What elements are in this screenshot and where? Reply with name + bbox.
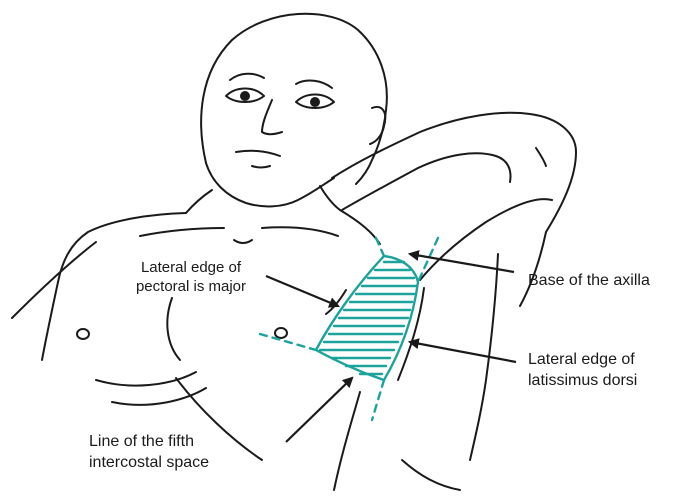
pointer-fifth-space [286, 378, 352, 442]
label-pectoralis: Lateral edge of pectoral is major [116, 258, 266, 296]
label-latissimus-line1: Lateral edge of [528, 349, 637, 370]
raised-arm-inner [342, 153, 510, 210]
elbow-mark [536, 148, 546, 166]
left-arm [12, 242, 96, 318]
jaw-outline [206, 163, 334, 206]
neck-right [320, 186, 340, 210]
clavicle-left [140, 228, 224, 236]
nose [262, 100, 282, 134]
label-latissimus: Lateral edge of latissimus dorsi [528, 349, 637, 391]
label-fifth-space: Line of the fifth intercostal space [89, 431, 209, 473]
sternal-notch [234, 240, 252, 243]
dashed-line-pectoralis [376, 238, 384, 256]
label-latissimus-line2: latissimus dorsi [528, 370, 637, 391]
label-pectoralis-line1: Lateral edge of [116, 258, 266, 277]
label-base-axilla: Base of the axilla [528, 270, 650, 291]
chin-crease [252, 166, 270, 168]
right-eyebrow [296, 81, 332, 88]
left-torso-side [42, 282, 58, 360]
pointer-latissimus [410, 342, 516, 362]
right-pupil [310, 97, 320, 107]
right-shoulder-line [340, 210, 380, 244]
torso-right-lower [402, 460, 460, 490]
left-eyebrow [230, 74, 264, 80]
dashed-line-axilla [418, 238, 438, 282]
left-pupil [240, 91, 250, 101]
drain-line [334, 392, 360, 490]
label-fifth-space-line2: intercostal space [89, 452, 209, 473]
dashed-line-fifth-space [260, 334, 316, 350]
clavicle-right [262, 227, 338, 236]
label-pectoralis-line2: pectoral is major [116, 277, 266, 296]
neck-left [186, 190, 212, 213]
pointer-pectoralis [266, 276, 338, 306]
arm-back-line [520, 232, 546, 306]
dashed-line-fifth-space-ext [372, 380, 384, 420]
raised-arm-outer [332, 113, 576, 232]
mouth [236, 151, 280, 156]
right-nipple [275, 328, 287, 338]
pectoral-fold [167, 298, 180, 360]
label-base-axilla-line1: Base of the axilla [528, 270, 650, 291]
label-fifth-space-line1: Line of the fifth [89, 431, 209, 452]
left-nipple [77, 329, 89, 339]
